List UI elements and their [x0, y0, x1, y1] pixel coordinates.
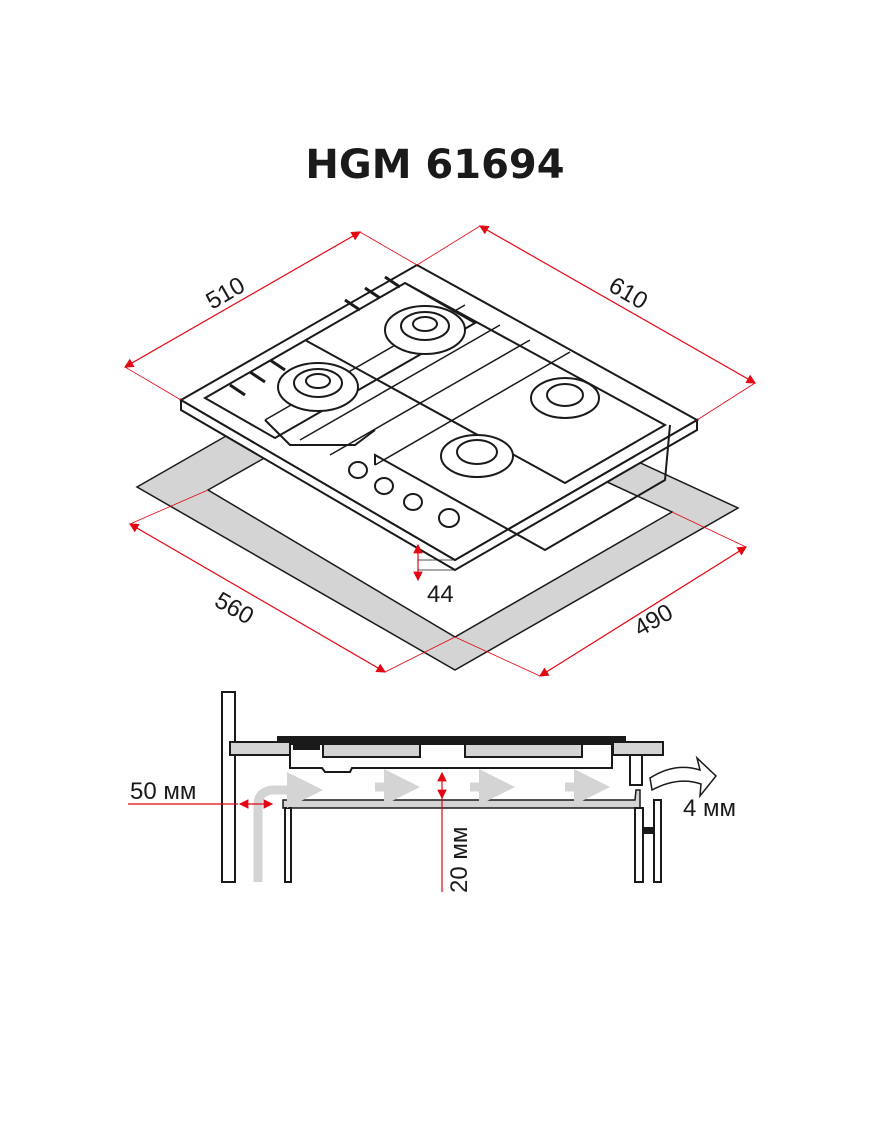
label-20mm: 20 мм	[446, 827, 473, 893]
shelf	[282, 789, 641, 809]
dim-line-510	[123, 231, 362, 368]
control-knobs	[348, 461, 460, 528]
wall	[221, 691, 236, 883]
knob-2	[374, 477, 394, 495]
dim-label-510: 510	[202, 272, 250, 315]
knob-1	[348, 461, 368, 479]
label-4mm: 4 мм	[683, 795, 736, 822]
knob-4	[438, 508, 460, 528]
knob-3	[403, 493, 423, 511]
dim-line-490	[538, 546, 748, 677]
dim-label-490: 490	[630, 599, 678, 642]
dim-line-560	[128, 523, 387, 673]
dim-label-610: 610	[604, 272, 652, 315]
burners	[277, 305, 600, 478]
countertop-right	[612, 741, 664, 756]
countertop-left	[229, 741, 291, 756]
hob-foot	[629, 754, 643, 786]
label-50mm: 50 мм	[130, 778, 196, 805]
model-title: HGM 61694	[305, 142, 565, 188]
side-section-view	[221, 691, 664, 883]
vent-curved-arrow	[649, 755, 718, 799]
dim-line-610	[478, 225, 757, 384]
dim-label-44: 44	[427, 581, 454, 608]
dim-label-560: 560	[210, 587, 258, 630]
